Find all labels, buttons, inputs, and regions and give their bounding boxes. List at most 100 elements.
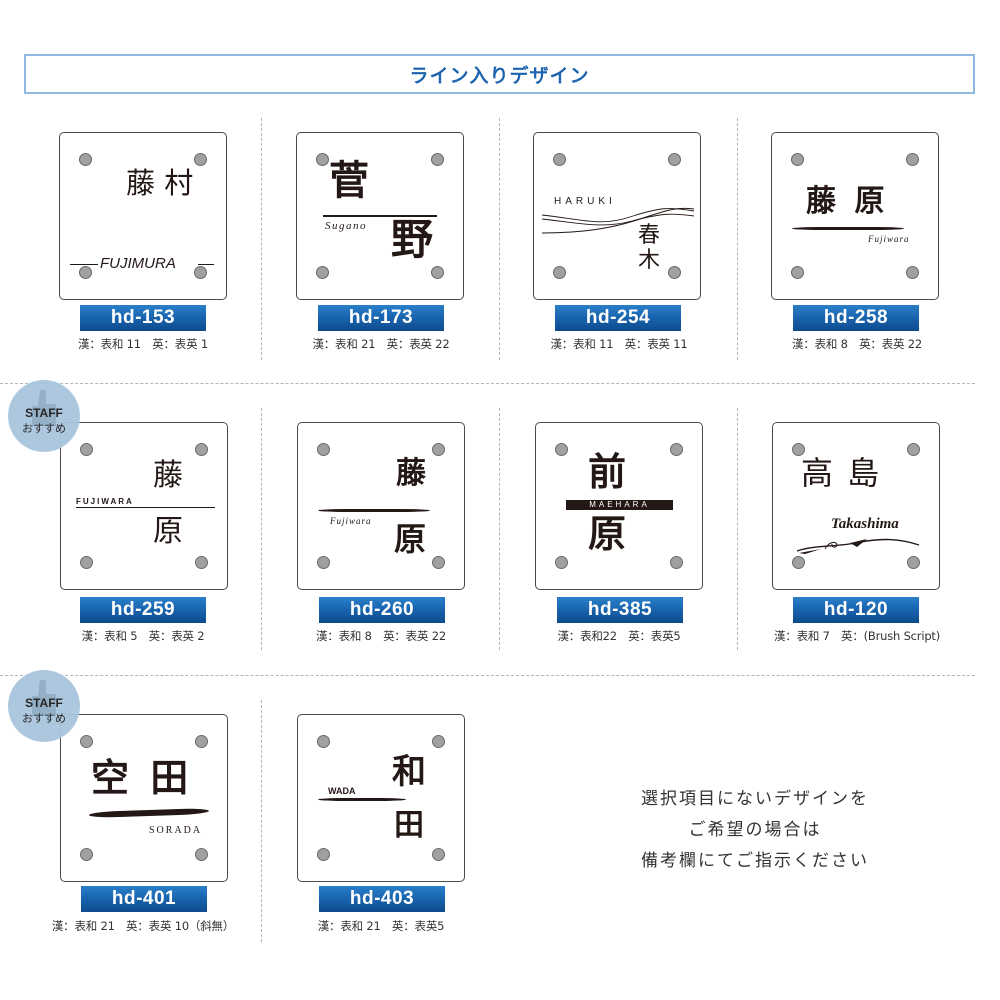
brush-line <box>792 227 904 230</box>
nameplate-preview: 菅 Sugano 野 <box>296 132 464 300</box>
plate-kanji-top: 菅 <box>329 157 369 204</box>
design-card-hd-401[interactable]: 空 田 SORADA hd-401 漢：表和 21 英：表英 10（斜無） <box>24 700 262 950</box>
row-divider <box>0 383 975 384</box>
plate-kanji-top: 和 <box>392 752 426 792</box>
plate-roman: Fujiwara <box>330 516 372 526</box>
design-card-hd-120[interactable]: 高 島 Takashima hd-120 漢：表和 7 英：(Brush Scr… <box>738 408 976 658</box>
design-card-hd-258[interactable]: 藤 原 Fujiwara hd-258 漢：表和 8 英：表英 22 <box>738 118 976 368</box>
decor-line <box>198 264 214 265</box>
column-divider <box>261 118 262 360</box>
plate-roman: Takashima <box>831 516 899 532</box>
brush-line <box>318 798 406 801</box>
plate-kanji: 高 島 <box>801 454 882 492</box>
font-spec: 漢：表和 21 英：表英 10（斜無） <box>51 919 235 933</box>
font-spec: 漢：表和 11 英：表英 11 <box>550 337 688 351</box>
plate-roman: FUJIMURA <box>100 255 176 272</box>
decor-line <box>76 507 215 508</box>
staff-badge-sublabel: おすすめ <box>22 712 66 725</box>
screw-icon <box>555 556 568 569</box>
row-divider <box>0 675 975 676</box>
screw-icon <box>194 153 207 166</box>
screw-icon <box>79 266 92 279</box>
design-card-hd-385[interactable]: 前 MAEHARA 原 hd-385 漢：表和22 英：表英5 <box>500 408 738 658</box>
design-code-badge: hd-258 <box>793 305 919 331</box>
design-code-badge: hd-120 <box>793 597 919 623</box>
section-header: ライン入りデザイン <box>24 54 975 94</box>
screw-icon <box>555 443 568 456</box>
note-line-3: 備考欄にてご指示ください <box>641 851 869 871</box>
plate-kanji-top: 前 <box>588 449 627 494</box>
staff-badge-label: STAFF <box>25 696 63 710</box>
plate-kanji-bottom: 木 <box>638 248 661 273</box>
note-line-2: ご希望の場合は <box>688 820 822 840</box>
decor-line <box>70 264 98 265</box>
plate-roman: WADA <box>328 786 356 796</box>
plate-roman: FUJIWARA <box>76 497 134 506</box>
font-spec: 漢：表和 21 英：表英5 <box>317 919 445 933</box>
screw-icon <box>195 735 208 748</box>
nameplate-preview: 藤 原 Fujiwara <box>771 132 939 300</box>
brush-line <box>88 807 210 819</box>
screw-icon <box>668 153 681 166</box>
screw-icon <box>317 735 330 748</box>
screw-icon <box>316 153 329 166</box>
column-divider <box>261 700 262 942</box>
screw-icon <box>431 153 444 166</box>
design-card-hd-259[interactable]: 藤 FUJIWARA 原 hd-259 漢：表和 5 英：表英 2 <box>24 408 262 658</box>
design-card-hd-260[interactable]: 藤 Fujiwara 原 hd-260 漢：表和 8 英：表英 22 <box>262 408 500 658</box>
screw-icon <box>194 266 207 279</box>
font-spec: 漢：表和 11 英：表英 1 <box>78 337 208 351</box>
font-spec: 漢：表和 8 英：表英 22 <box>792 337 922 351</box>
nameplate-preview: 空 田 SORADA <box>60 714 228 882</box>
plate-kanji-top: 春 <box>638 223 661 248</box>
plate-roman: Fujiwara <box>868 234 910 244</box>
design-code-badge: hd-401 <box>81 886 207 912</box>
screw-icon <box>432 556 445 569</box>
design-card-hd-254[interactable]: HARUKI 春 木 hd-254 漢：表和 11 英：表英 11 <box>500 118 738 368</box>
staff-recommend-badge: STAFF おすすめ <box>8 380 80 452</box>
plate-roman: MAEHARA <box>589 500 650 509</box>
design-code-badge: hd-254 <box>555 305 681 331</box>
screw-icon <box>670 556 683 569</box>
screw-icon <box>79 153 92 166</box>
screw-icon <box>432 848 445 861</box>
screw-icon <box>195 848 208 861</box>
plate-roman: Sugano <box>325 220 367 232</box>
nameplate-preview: 藤 村 FUJIMURA <box>59 132 227 300</box>
font-spec: 漢：表和 5 英：表英 2 <box>81 629 205 643</box>
screw-icon <box>80 735 93 748</box>
column-divider <box>261 408 262 650</box>
screw-icon <box>907 556 920 569</box>
screw-icon <box>432 735 445 748</box>
screw-icon <box>317 443 330 456</box>
staff-badge-sublabel: おすすめ <box>22 422 66 435</box>
staff-badge-label: STAFF <box>25 406 63 420</box>
nameplate-preview: HARUKI 春 木 <box>533 132 701 300</box>
screw-icon <box>195 556 208 569</box>
column-divider <box>737 118 738 360</box>
plate-kanji-bottom: 原 <box>394 520 427 558</box>
screw-icon <box>317 848 330 861</box>
plate-kanji-top: 藤 <box>153 458 183 493</box>
design-card-hd-403[interactable]: 和 WADA 田 hd-403 漢：表和 21 英：表英5 <box>262 700 500 950</box>
design-card-hd-153[interactable]: 藤 村 FUJIMURA hd-153 漢：表和 11 英：表英 1 <box>24 118 262 368</box>
nameplate-preview: 和 WADA 田 <box>297 714 465 882</box>
decor-line <box>323 215 437 217</box>
design-card-hd-173[interactable]: 菅 Sugano 野 hd-173 漢：表和 21 英：表英 22 <box>262 118 500 368</box>
column-divider <box>499 118 500 360</box>
nameplate-preview: 高 島 Takashima <box>772 422 940 590</box>
font-spec: 漢：表和 8 英：表英 22 <box>316 629 446 643</box>
font-spec: 漢：表和 21 英：表英 22 <box>312 337 450 351</box>
design-code-badge: hd-403 <box>319 886 445 912</box>
roman-band: MAEHARA <box>566 500 673 510</box>
screw-icon <box>906 266 919 279</box>
brush-line <box>318 509 430 512</box>
staff-recommend-badge: STAFF おすすめ <box>8 670 80 742</box>
font-spec: 漢：表和22 英：表英5 <box>557 629 681 643</box>
thumbs-up-icon <box>32 390 56 426</box>
screw-icon <box>316 266 329 279</box>
plate-roman: SORADA <box>149 825 203 836</box>
custom-design-note: 選択項目にないデザインを ご希望の場合は 備考欄にてご指示ください <box>590 784 920 877</box>
flourish-decor <box>796 538 920 554</box>
plate-kanji-bottom: 原 <box>153 514 183 549</box>
